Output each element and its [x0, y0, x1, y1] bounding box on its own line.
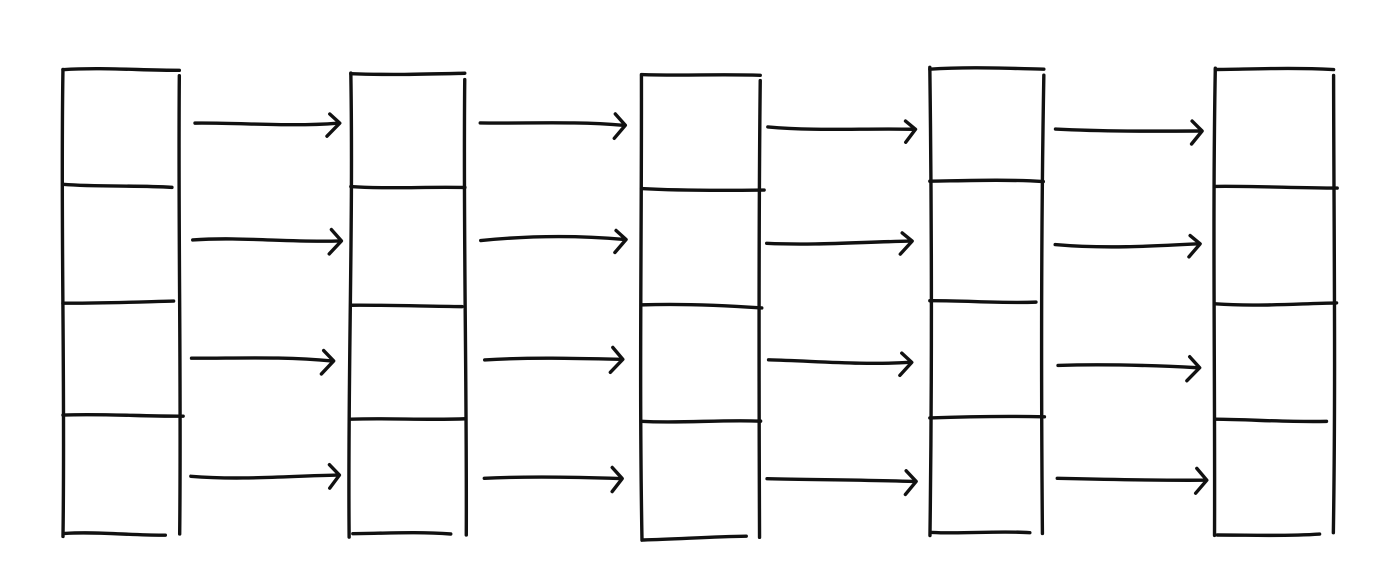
column-2-cell-divider-3: [349, 417, 468, 421]
column-1-right-edge: [177, 73, 182, 536]
column-3-bottom-edge: [641, 534, 748, 542]
arrowhead-1-2: [327, 227, 344, 256]
arrowhead-3-3: [898, 351, 914, 378]
arrow-1-3: [189, 356, 334, 363]
column-1-cell-divider-2: [61, 299, 176, 305]
column-3-cell-divider-1: [639, 186, 766, 193]
arrowhead-1-4: [327, 462, 342, 490]
arrow-2-1: [478, 121, 626, 127]
arrow-1-1: [193, 121, 340, 127]
column-4-bottom-edge: [930, 530, 1032, 535]
column-4: [928, 65, 1047, 538]
arrowhead-2-3: [608, 345, 625, 375]
arrow-3-3: [766, 358, 912, 366]
arrow-3-4: [765, 476, 916, 484]
arrow-3-1: [766, 125, 916, 132]
arrowhead-2-2: [613, 228, 628, 255]
arrow-group-4-to-5: [1053, 119, 1209, 495]
column-3-left-edge: [638, 73, 644, 542]
arrowhead-4-3: [1185, 355, 1202, 383]
arrowhead-2-1: [612, 112, 628, 140]
column-1-cell-divider-1: [61, 182, 174, 190]
arrowhead-3-4: [903, 469, 918, 497]
column-4-cell-divider-3: [928, 414, 1047, 420]
column-2-left-edge: [347, 71, 354, 539]
arrow-4-2: [1053, 242, 1200, 249]
column-2-cell-divider-1: [349, 184, 467, 190]
column-5-left-edge: [1212, 66, 1218, 538]
arrowhead-4-1: [1189, 119, 1204, 146]
column-2-bottom-edge: [351, 531, 453, 536]
column-4-cell-divider-1: [928, 178, 1046, 184]
arrow-1-4: [189, 473, 340, 480]
column-5-bottom-edge: [1215, 532, 1322, 538]
arrow-2-2: [479, 234, 626, 243]
column-1-left-edge: [60, 67, 66, 539]
arrow-group-2-to-3: [478, 112, 628, 494]
column-5-cell-divider-3: [1213, 417, 1329, 424]
arrowhead-1-3: [319, 348, 336, 376]
arrowhead-3-1: [903, 119, 918, 144]
column-2: [347, 71, 469, 539]
column-2-top-edge: [349, 71, 467, 77]
column-3-top-edge: [639, 72, 762, 78]
column-2-right-edge: [462, 77, 469, 537]
arrow-4-1: [1053, 127, 1202, 133]
arrowhead-3-2: [898, 231, 914, 256]
column-3: [638, 72, 766, 542]
arrow-group-1-to-2: [189, 112, 344, 490]
arrowhead-4-4: [1193, 466, 1209, 495]
column-4-cell-divider-2: [928, 299, 1038, 305]
arrowhead-2-4: [610, 465, 624, 494]
column-4-right-edge: [1039, 73, 1046, 536]
column-5-top-edge: [1213, 66, 1336, 72]
arrow-2-4: [482, 475, 622, 481]
arrow-group-3-to-4: [764, 119, 918, 497]
column-5-cell-divider-1: [1213, 184, 1339, 190]
arrowhead-4-2: [1187, 233, 1202, 259]
arrow-4-4: [1055, 476, 1207, 482]
arrow-3-2: [764, 239, 912, 246]
column-4-top-edge: [928, 66, 1046, 71]
column-1-bottom-edge: [63, 531, 168, 537]
arrow-4-3: [1056, 363, 1200, 370]
arrow-1-2: [191, 237, 342, 243]
column-2-cell-divider-2: [349, 303, 464, 309]
column-5-cell-divider-2: [1213, 301, 1339, 307]
arrow-2-3: [483, 356, 623, 362]
column-1: [60, 67, 185, 539]
column-3-cell-divider-3: [639, 419, 763, 424]
column-5: [1212, 66, 1339, 538]
arrowhead-1-1: [325, 112, 342, 138]
column-3-cell-divider-2: [639, 302, 764, 310]
column-1-cell-divider-3: [61, 412, 185, 418]
column-1-top-edge: [61, 67, 182, 73]
